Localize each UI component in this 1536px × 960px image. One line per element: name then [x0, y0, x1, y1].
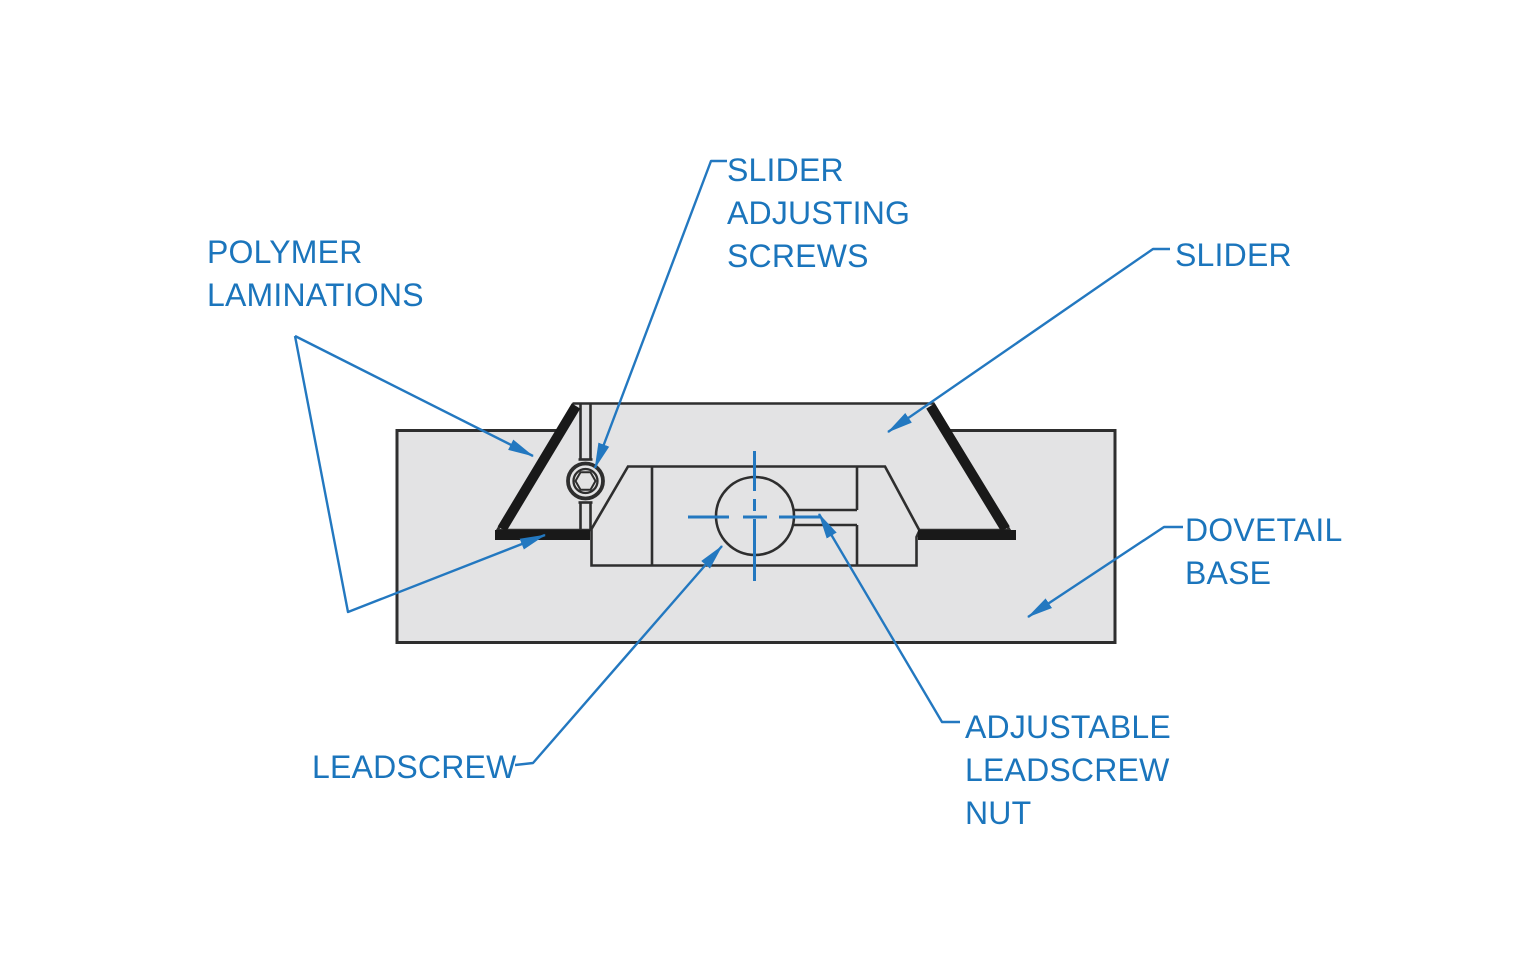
label-line: BASE: [1185, 555, 1272, 591]
label-line: SLIDER: [1175, 237, 1292, 273]
leader-adjustable-leadscrew-nut: [817, 513, 960, 724]
label-dovetail-base: DOVETAIL BASE: [1185, 509, 1343, 595]
leader-polymer-laminations-lower: [293, 335, 546, 614]
screw-head-inner: [572, 467, 599, 495]
leader-dovetail-base: [1027, 525, 1183, 619]
label-leadscrew: LEADSCREW: [312, 746, 517, 789]
polymer-lamination-right-slant: [926, 403, 1010, 532]
label-line: LEADSCREW: [312, 749, 517, 785]
label-line: ADJUSTABLE: [965, 709, 1171, 745]
leader-slider: [887, 247, 1170, 433]
label-line: POLYMER: [207, 234, 363, 270]
label-slider-adjusting-screws: SLIDER ADJUSTING SCREWS: [727, 149, 910, 278]
label-line: DOVETAIL: [1185, 512, 1343, 548]
label-line: LEADSCREW: [965, 752, 1170, 788]
label-line: ADJUSTING: [727, 195, 911, 231]
label-slider: SLIDER: [1175, 234, 1292, 277]
label-line: LAMINATIONS: [207, 277, 424, 313]
screw-hex-socket: [574, 471, 597, 491]
label-line: NUT: [965, 795, 1032, 831]
leadscrew-centerlines: [688, 451, 821, 581]
leader-leadscrew: [514, 545, 723, 767]
leader-slider-adjusting-screws: [593, 159, 727, 469]
polymer-lamination-left-slant: [497, 403, 581, 532]
adjusting-screw: [566, 404, 605, 530]
label-line: SLIDER: [727, 152, 844, 188]
label-polymer-laminations: POLYMER LAMINATIONS: [207, 231, 424, 317]
label-line: SCREWS: [727, 238, 869, 274]
label-adjustable-leadscrew-nut: ADJUSTABLE LEADSCREW NUT: [965, 706, 1171, 835]
leader-polymer-laminations-upper: [294, 334, 534, 458]
